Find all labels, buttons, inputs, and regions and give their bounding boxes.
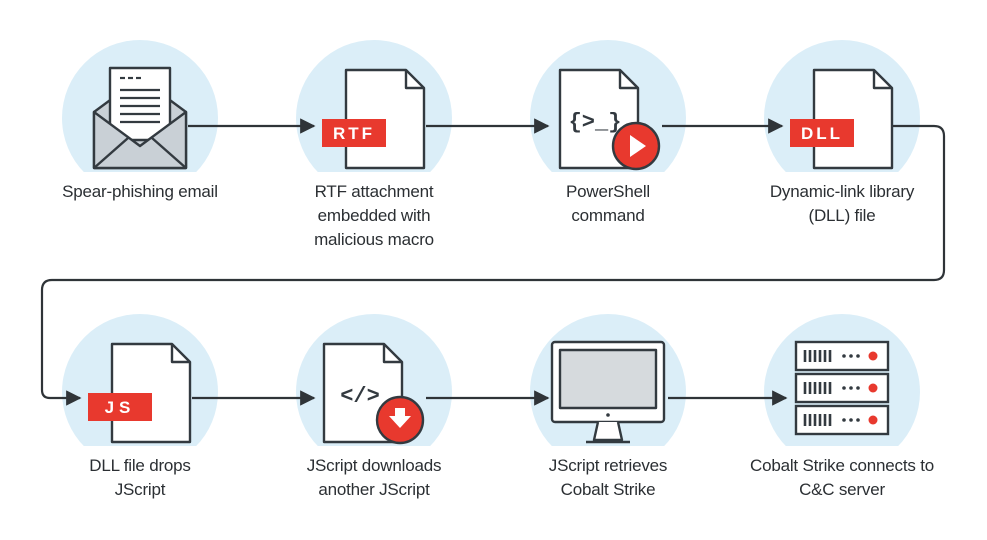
- step-4-label: Dynamic-link library (DLL) file: [769, 182, 915, 225]
- dll-badge: DLL: [790, 119, 854, 147]
- step-7-label: JScript retrieves Cobalt Strike: [548, 456, 668, 499]
- jscript-code-glyph: </>: [340, 384, 380, 409]
- server-icon: [794, 340, 890, 436]
- js-badge: JS: [88, 393, 152, 421]
- arrow-4-5-return: [40, 124, 946, 406]
- dll-badge-text: DLL: [801, 124, 843, 143]
- step-6-label: JScript downloads another JScript: [306, 456, 442, 499]
- label-area-mask-top: [0, 172, 987, 212]
- play-icon: [611, 121, 661, 171]
- monitor-icon: [550, 340, 666, 444]
- download-icon: [375, 395, 425, 445]
- js-badge-text: JS: [105, 398, 136, 417]
- label-area-mask-bottom: [0, 446, 987, 486]
- step-5-label: DLL file drops JScript: [89, 456, 191, 499]
- step-8-label: Cobalt Strike connects to C&C server: [750, 456, 934, 499]
- powershell-code-glyph: {>_}: [569, 110, 622, 135]
- rtf-badge-text: RTF: [333, 124, 375, 143]
- step-2-label: RTF attachment embedded with malicious m…: [314, 182, 434, 249]
- step-3-label: PowerShell command: [566, 182, 650, 225]
- step-1-label: Spear-phishing email: [62, 182, 218, 201]
- rtf-badge: RTF: [322, 119, 386, 147]
- envelope-icon: [92, 66, 188, 170]
